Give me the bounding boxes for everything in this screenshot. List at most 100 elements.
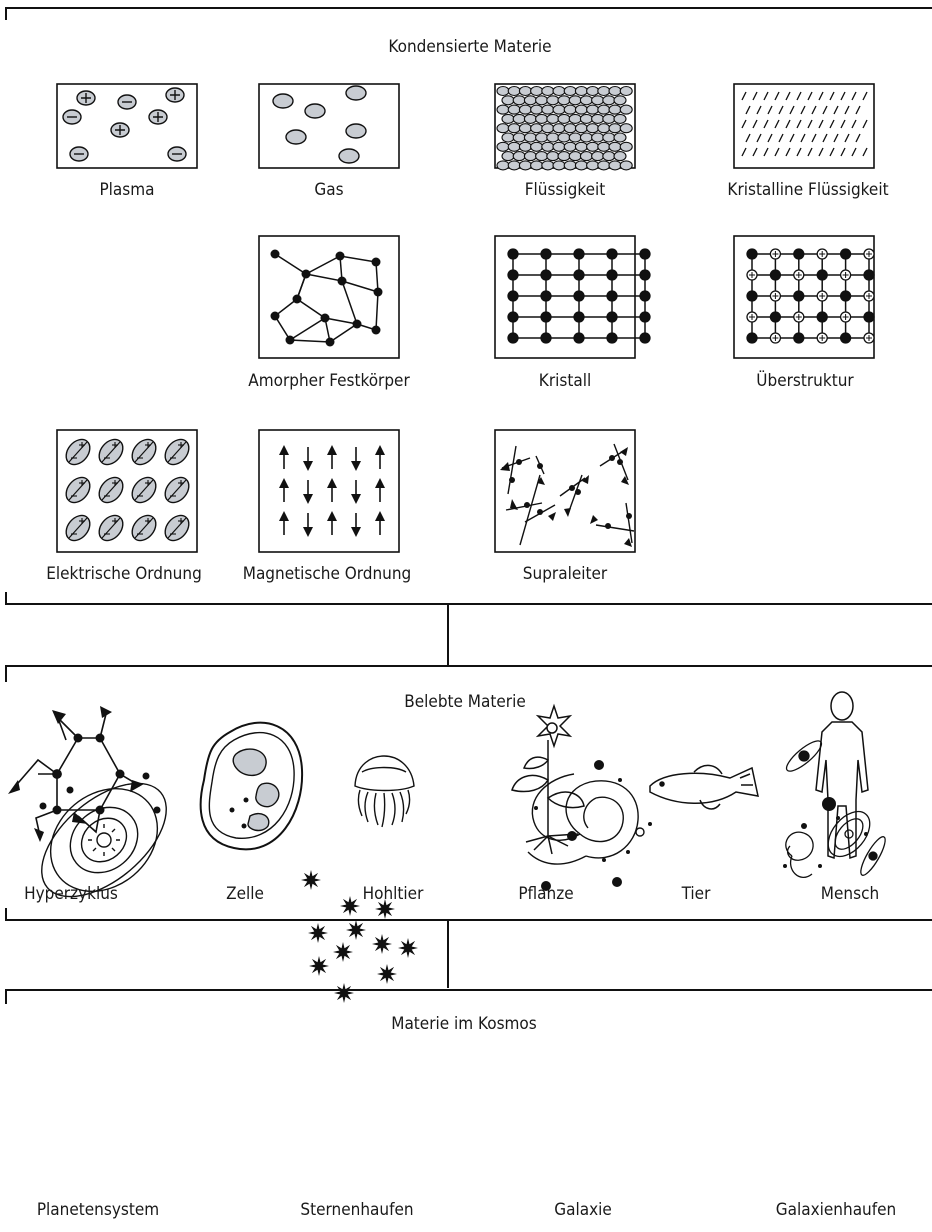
liquid-molecule [563,104,577,115]
liquid-molecule [586,160,600,171]
liquid-molecule [530,160,544,171]
star-icon [372,934,392,954]
label-galaxienhaufen: Galaxienhaufen [775,1200,897,1220]
liquid-molecule [574,141,588,152]
lattice-atom [793,332,805,344]
section-title-kondensiert: Kondensierte Materie [388,37,552,57]
liquid-molecule [512,151,526,162]
director-stroke [818,119,824,129]
liquid-molecule [602,132,616,143]
director-stroke [767,133,773,143]
ueberstruktur-diagram [733,235,875,359]
lattice-atom [507,311,519,323]
liquid-molecule [535,132,549,143]
director-stroke [862,147,868,157]
star-icon [340,896,360,916]
liquid-molecule [574,160,588,171]
lattice-atom [639,269,651,281]
liquid-molecule [591,113,605,124]
star-icon [309,956,329,976]
spin-arrow [327,511,337,521]
spin-arrow [327,445,337,455]
lattice-atom [606,290,618,302]
liquid-molecule [591,132,605,143]
lattice-atom [839,290,852,302]
spin-arrow [351,461,361,471]
spin-arrow [279,478,289,488]
director-stroke [862,119,868,129]
lattice-atom [746,290,758,302]
liquid-molecule [557,151,571,162]
liquid-molecule [568,151,582,162]
liquid-molecule [552,85,566,97]
director-stroke [789,133,795,143]
galaxienhaufen-diagram [783,740,886,879]
lattice-atom [839,248,852,260]
director-stroke [822,133,828,143]
liquid-molecule [568,113,582,124]
spin-arrow [351,527,361,537]
director-stroke [840,147,846,157]
director-stroke [833,105,839,115]
lattice-atom [507,290,519,302]
director-stroke [785,147,791,157]
liquid-molecule [530,141,544,152]
star-icon [375,899,395,919]
liquid-molecule [523,113,537,124]
lattice-atom [540,332,552,344]
star-icon [301,870,321,890]
section-title-kosmos: Materie im Kosmos [391,1014,537,1034]
lattice-atom [816,311,828,323]
lattice-atom [746,332,758,344]
zelle-diagram [199,721,304,851]
lattice-atom [769,269,782,281]
director-stroke [774,147,780,157]
lattice-atom [863,311,875,323]
liquid-molecule [597,141,611,152]
liquid-molecule [608,160,622,171]
director-stroke [774,91,780,101]
director-stroke [767,105,773,115]
liquid-molecule [574,104,588,115]
lattice-atom [639,248,651,260]
liquid-molecule [530,85,544,97]
spin-arrow [303,494,313,504]
lattice-atom [540,311,552,323]
liquid-molecule [523,151,537,162]
director-stroke [829,119,835,129]
director-stroke [851,119,857,129]
label-zelle: Zelle [226,884,264,904]
director-stroke [796,147,802,157]
tier-diagram [649,764,759,810]
spin-arrow [375,511,385,521]
liquid-molecule [579,151,593,162]
section-title-belebt: Belebte Materie [404,692,526,712]
director-stroke [741,119,747,129]
liquid-molecule [541,160,555,171]
director-stroke [807,119,813,129]
director-stroke [752,147,758,157]
liquid-molecule [619,141,633,152]
label-tier: Tier [681,884,711,904]
director-stroke [818,147,824,157]
liquid-molecule [557,132,571,143]
spin-arrow [279,445,289,455]
lattice-atom [573,269,585,281]
liquid-molecule [613,151,627,162]
label-fluessigkeit: Flüssigkeit [524,180,606,200]
label-planetensystem: Planetensystem [36,1200,160,1220]
director-stroke [763,91,769,101]
director-stroke [807,147,813,157]
director-stroke [796,119,802,129]
liquid-molecule [574,123,588,134]
liquid-molecule [518,85,532,97]
spin-arrow [375,445,385,455]
liquid-molecule [523,132,537,143]
director-stroke [862,91,868,101]
director-stroke [844,133,850,143]
liquid-molecule [602,95,616,106]
liquid-molecule [579,95,593,106]
star-icon [377,964,397,984]
liquid-molecule [602,113,616,124]
liquid-molecule [541,123,555,134]
